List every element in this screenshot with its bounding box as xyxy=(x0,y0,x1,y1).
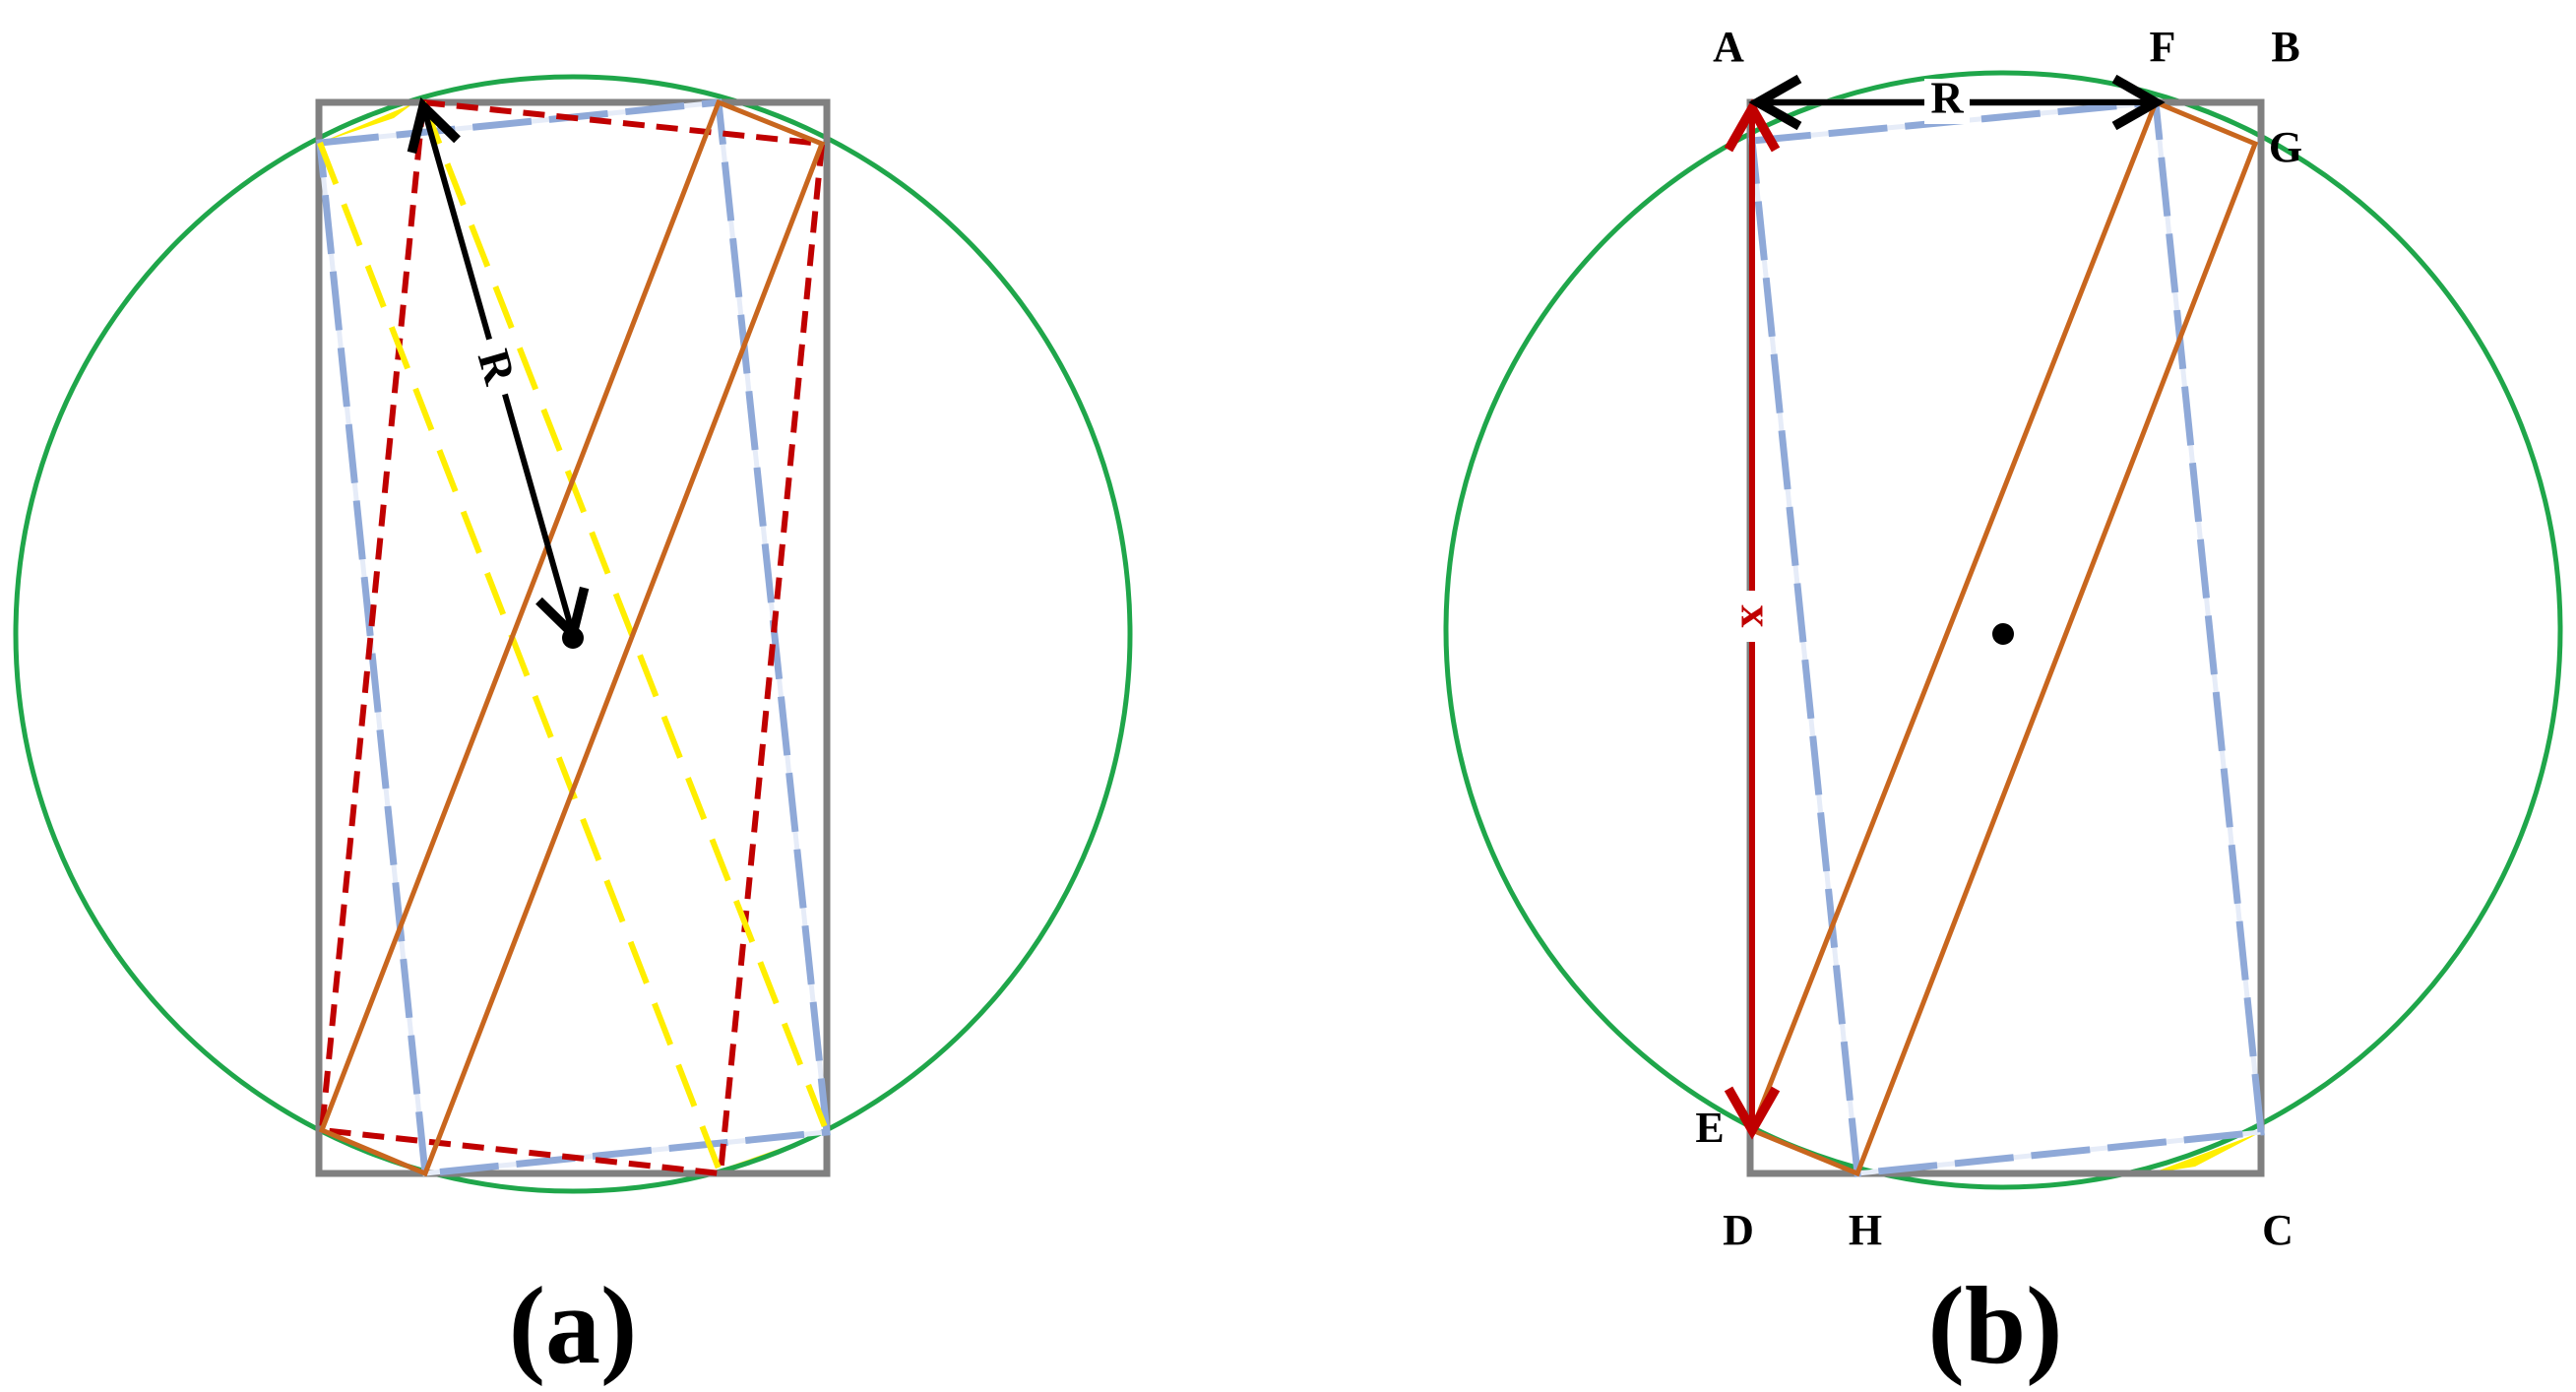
panel-a: R (a) xyxy=(13,74,1133,1387)
label-G: G xyxy=(2269,123,2302,171)
solid-parallelogram-b xyxy=(1748,98,2259,1177)
panel-b: x R A F B G E D H C (b) xyxy=(1443,23,2563,1387)
center-dot-b xyxy=(1992,623,2014,645)
label-B: B xyxy=(2271,23,2299,71)
label-D: D xyxy=(1723,1206,1754,1254)
label-C: C xyxy=(2262,1206,2293,1254)
circle-a xyxy=(13,74,1133,1194)
caption-b: (b) xyxy=(1928,1265,2063,1387)
yellow-corner-sliver xyxy=(320,103,413,143)
radius-label-bg xyxy=(463,335,522,402)
x-label-bg xyxy=(1730,591,1774,642)
yellow-corner-sliver xyxy=(2151,1132,2261,1173)
circle-b xyxy=(1443,70,2563,1190)
label-E: E xyxy=(1695,1104,1724,1152)
x-label: x xyxy=(1731,605,1782,628)
yellow-dashed-line xyxy=(420,100,830,1134)
caption-a: (a) xyxy=(509,1265,638,1387)
yellow-dashed-line xyxy=(317,141,723,1175)
label-A: A xyxy=(1713,23,1744,71)
label-H: H xyxy=(1849,1206,1882,1254)
radius-label-b: R xyxy=(1930,73,1964,123)
center-dot-a xyxy=(562,627,584,649)
radius-label-bg xyxy=(1924,79,1970,124)
red-dashed-quad xyxy=(318,98,826,1177)
label-F: F xyxy=(2150,23,2176,71)
